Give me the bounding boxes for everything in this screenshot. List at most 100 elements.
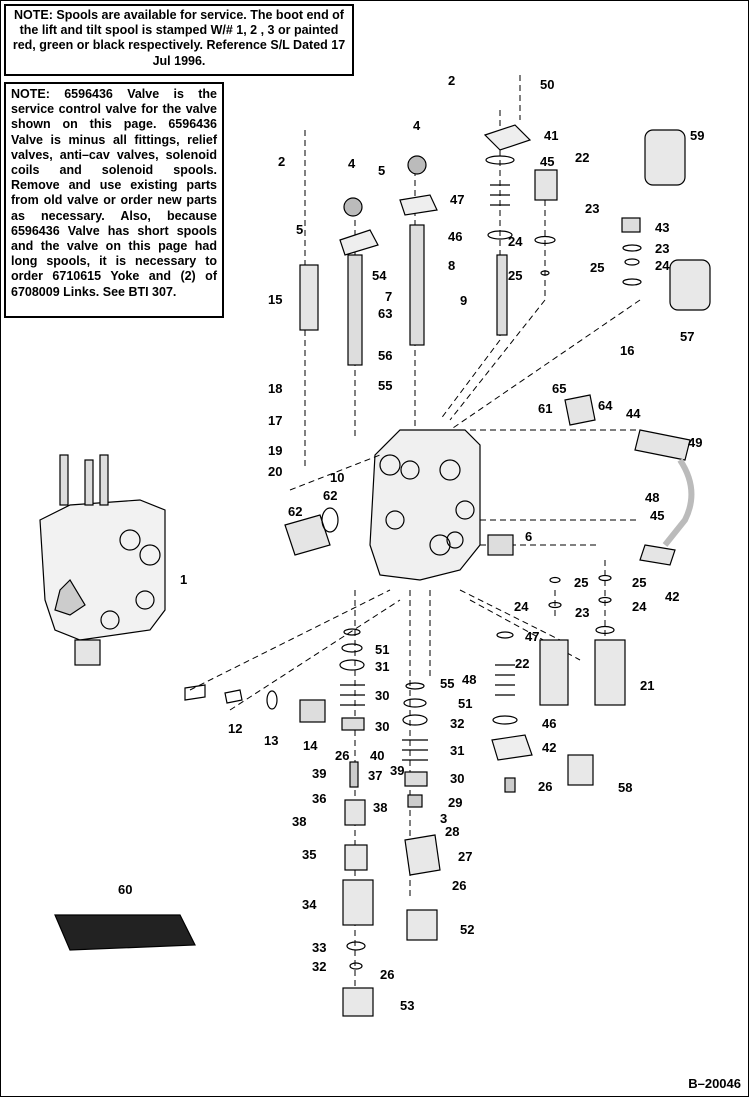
service-note-spools: NOTE: Spools are available for service. …	[4, 4, 354, 76]
callout-label: 61	[538, 401, 552, 416]
callout-label: 22	[515, 656, 529, 671]
callout-label: 47	[525, 629, 539, 644]
document-number: B–20046	[688, 1076, 741, 1091]
callout-label: 36	[312, 791, 326, 806]
callout-label: 33	[312, 940, 326, 955]
valve-body	[369, 429, 481, 581]
callout-label: 24	[514, 599, 529, 614]
callout-label: 16	[620, 343, 634, 358]
callout-label: 15	[268, 292, 282, 307]
callout-label: 57	[680, 329, 694, 344]
callout-label: 52	[460, 922, 474, 937]
callout-label: 42	[665, 589, 679, 604]
callout-label: 48	[645, 490, 659, 505]
callout-label: 26	[452, 878, 466, 893]
callout-label: 24	[632, 599, 647, 614]
callout-label: 47	[450, 192, 464, 207]
callout-label: 26	[380, 967, 394, 982]
callout-label: 44	[626, 406, 641, 421]
callout-label: 43	[655, 220, 669, 235]
callout-label: 17	[268, 413, 282, 428]
callout-label: 38	[292, 814, 306, 829]
callout-label: 9	[460, 293, 467, 308]
note-text: 6596436 Valve is the service control val…	[11, 87, 217, 299]
callout-label: 18	[268, 381, 282, 396]
callout-label: 62	[323, 488, 337, 503]
callout-label: 25	[574, 575, 588, 590]
callout-label: 21	[640, 678, 654, 693]
callout-label: 46	[542, 716, 556, 731]
callout-label: 4	[348, 156, 356, 171]
callout-label: 28	[445, 824, 459, 839]
callout-label: 23	[575, 605, 589, 620]
callout-label: 19	[268, 443, 282, 458]
callout-label: 10	[330, 470, 344, 485]
callout-label: 62	[288, 504, 302, 519]
callout-label: 3	[440, 811, 447, 826]
callout-label: 45	[650, 508, 664, 523]
callout-label: 26	[335, 748, 349, 763]
callout-label: 8	[448, 258, 455, 273]
callout-label: 63	[378, 306, 392, 321]
callout-label: 54	[372, 268, 387, 283]
callout-label: 37	[368, 768, 382, 783]
callout-label: 41	[544, 128, 558, 143]
complete-valve-illustration	[39, 454, 166, 666]
callout-label: 64	[598, 398, 613, 413]
callout-label: 31	[450, 743, 464, 758]
callout-label: 14	[303, 738, 318, 753]
callout-label: 12	[228, 721, 242, 736]
callout-label: 4	[413, 118, 421, 133]
callout-label: 32	[312, 959, 326, 974]
callout-label: 30	[450, 771, 464, 786]
callout-label: 55	[378, 378, 392, 393]
callout-label: 13	[264, 733, 278, 748]
callout-label: 46	[448, 229, 462, 244]
callout-label: 40	[370, 748, 384, 763]
callout-labels: 1 2 2 3 4 4 5 5 6 7 8 9 10 12 13 14 15 1…	[118, 73, 704, 1013]
callout-label: 7	[385, 289, 392, 304]
callout-label: 24	[508, 234, 523, 249]
callout-label: 24	[655, 258, 670, 273]
callout-label: 2	[278, 154, 285, 169]
callout-label: 39	[390, 763, 404, 778]
callout-label: 56	[378, 348, 392, 363]
callout-label: 25	[632, 575, 646, 590]
callout-label: 49	[688, 435, 702, 450]
callout-label: 45	[540, 154, 554, 169]
callout-label: 35	[302, 847, 316, 862]
callout-label: 59	[690, 128, 704, 143]
callout-label: 53	[400, 998, 414, 1013]
callout-label: 55	[440, 676, 454, 691]
callout-label: 30	[375, 719, 389, 734]
callout-label: 30	[375, 688, 389, 703]
callout-label: 32	[450, 716, 464, 731]
callout-label: 25	[508, 268, 522, 283]
note-lead: NOTE:	[14, 8, 53, 22]
callout-label: 48	[462, 672, 476, 687]
callout-label: 1	[180, 572, 187, 587]
callout-label: 23	[585, 201, 599, 216]
callout-label: 42	[542, 740, 556, 755]
callout-label: 60	[118, 882, 132, 897]
callout-label: 2	[448, 73, 455, 88]
callout-label: 50	[540, 77, 554, 92]
callout-label: 29	[448, 795, 462, 810]
callout-label: 31	[375, 659, 389, 674]
callout-label: 58	[618, 780, 632, 795]
callout-label: 65	[552, 381, 566, 396]
callout-label: 34	[302, 897, 317, 912]
callout-label: 38	[373, 800, 387, 815]
callout-label: 23	[655, 241, 669, 256]
callout-label: 20	[268, 464, 282, 479]
callout-label: 25	[590, 260, 604, 275]
callout-label: 51	[458, 696, 472, 711]
callout-label: 22	[575, 150, 589, 165]
callout-label: 5	[378, 163, 385, 178]
callout-label: 27	[458, 849, 472, 864]
note-text: Spools are available for service. The bo…	[12, 8, 346, 68]
note-lead: NOTE:	[11, 87, 50, 101]
callout-label: 26	[538, 779, 552, 794]
service-note-valve: NOTE: 6596436 Valve is the service contr…	[4, 82, 224, 318]
callout-label: 39	[312, 766, 326, 781]
